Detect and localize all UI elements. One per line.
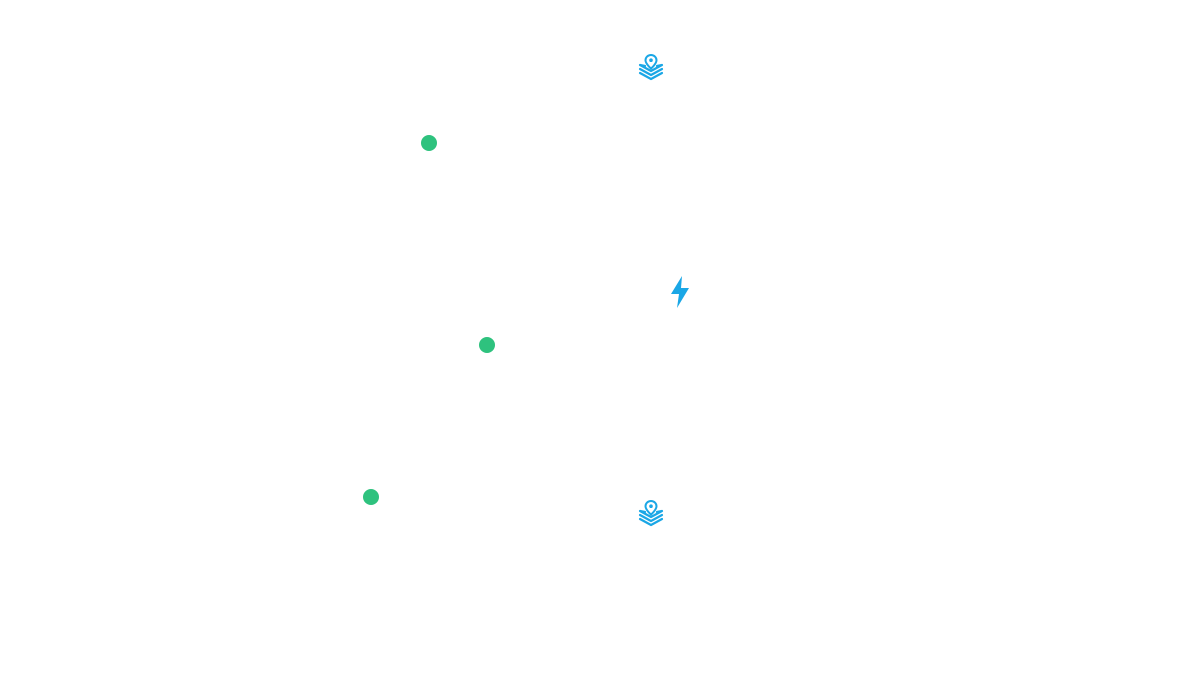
status-dot[interactable] — [363, 489, 379, 505]
layers-pin-icon[interactable] — [636, 499, 666, 533]
lightning-bolt-icon-graphic — [671, 276, 689, 308]
layers-pin-icon-graphic — [638, 53, 664, 81]
status-dot[interactable] — [421, 135, 437, 151]
status-dot[interactable] — [479, 337, 495, 353]
layers-pin-icon[interactable] — [636, 53, 666, 87]
layers-pin-icon-graphic — [638, 499, 664, 527]
lightning-bolt-icon[interactable] — [668, 275, 692, 313]
